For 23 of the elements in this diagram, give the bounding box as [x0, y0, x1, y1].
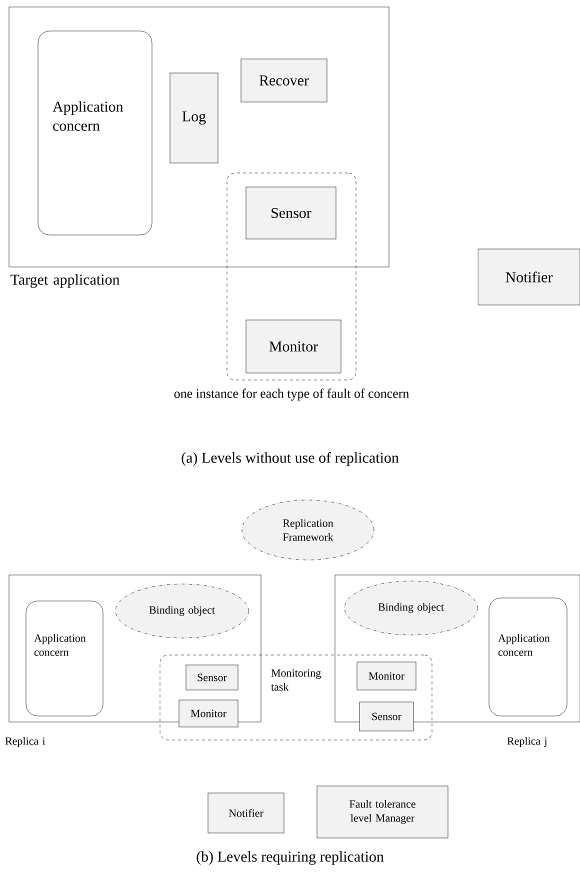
subfigure-caption: (b) Levels requiring replication	[196, 851, 384, 865]
process-box: Monitor	[246, 320, 342, 374]
process-box: Log	[170, 72, 218, 164]
rounded-box: Application concern	[488, 598, 568, 716]
process-box: Fault tolerance level Manager	[316, 786, 448, 838]
subfigure-caption: (a) Levels without use of replication	[182, 452, 399, 466]
ellipse-node: Binding object	[115, 584, 249, 638]
node-label: one instance for each type of fault of concern	[174, 388, 409, 401]
process-box: Recover	[240, 58, 328, 102]
process-box: Sensor	[246, 186, 336, 240]
ellipse-node: Binding object	[344, 580, 478, 636]
node-label: Target application	[10, 274, 120, 288]
process-box: Monitor	[356, 662, 416, 690]
process-box: Notifier	[478, 248, 580, 306]
process-box: Sensor	[186, 664, 238, 690]
rounded-box: Application concern	[38, 30, 152, 236]
process-box: Monitor	[178, 700, 238, 728]
process-box: Sensor	[359, 702, 414, 732]
process-box: Notifier	[208, 792, 284, 834]
rounded-box: Application concern	[26, 600, 104, 716]
ellipse-node: Replication Framework	[242, 500, 374, 560]
node-label: Replica i	[5, 737, 46, 747]
node-label: Replica j	[507, 737, 546, 747]
